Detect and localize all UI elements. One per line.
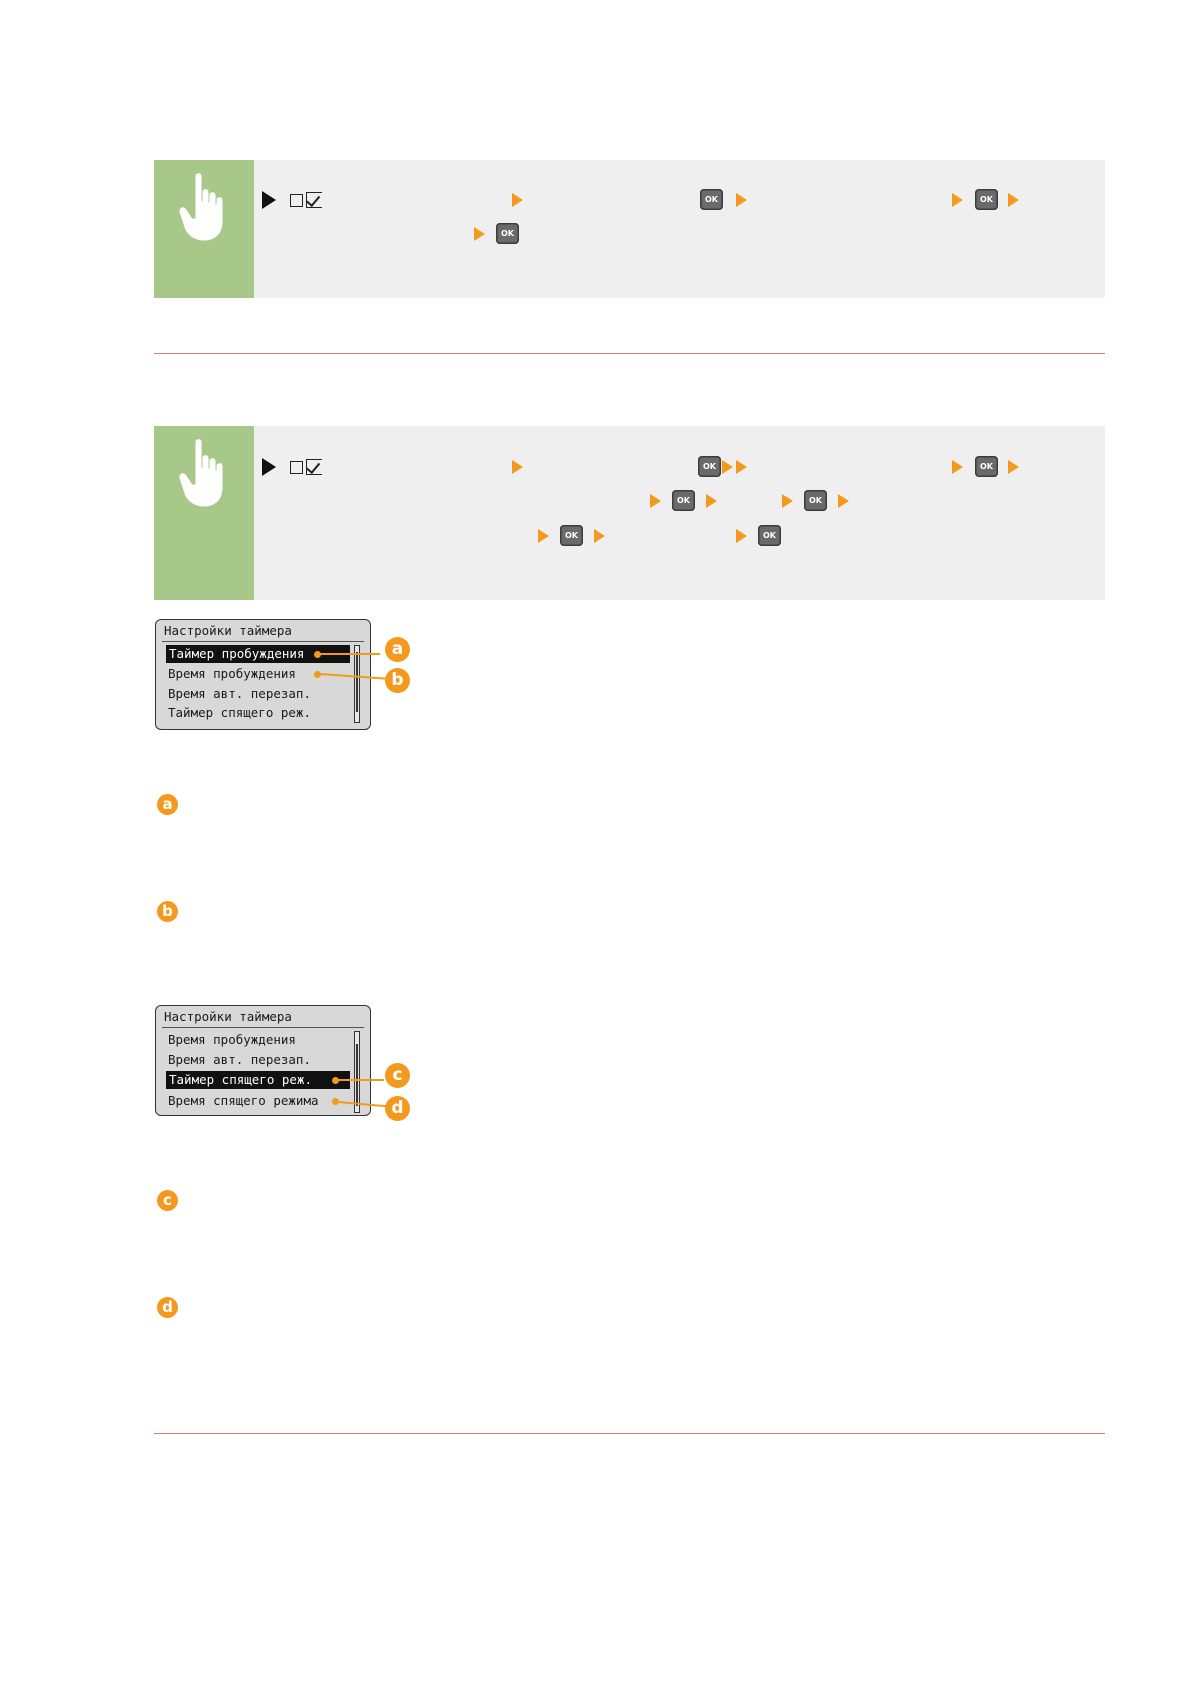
step-arrow-icon xyxy=(1008,193,1019,207)
lcd-timer-settings-panel-1: Настройки таймера Таймер пробуждения Вре… xyxy=(155,619,371,730)
step-arrow-icon xyxy=(650,494,661,508)
callout-a-badge: a xyxy=(385,637,410,662)
step-arrow-icon xyxy=(512,193,523,207)
step-arrow-icon xyxy=(952,460,963,474)
callout-c-badge: c xyxy=(385,1063,410,1088)
lcd-title: Настройки таймера xyxy=(164,1009,292,1024)
step-arrow-icon xyxy=(736,529,747,543)
callout-d-badge: d xyxy=(385,1096,410,1121)
lcd-scrollbar[interactable] xyxy=(354,1031,360,1113)
lcd-menu-item[interactable]: Время спящего режима xyxy=(168,1093,319,1108)
ok-key-icon[interactable]: OK xyxy=(758,525,781,546)
hand-pointer-icon xyxy=(179,439,223,507)
ok-key-icon[interactable]: OK xyxy=(672,490,695,511)
path-line-1 xyxy=(262,189,336,211)
path-line-1 xyxy=(262,456,336,478)
navigation-path: OK OK OK OK OK OK xyxy=(262,426,1095,600)
lcd-scrollbar-thumb[interactable] xyxy=(356,1044,358,1106)
ok-key-icon[interactable]: OK xyxy=(975,456,998,477)
lcd-menu-item[interactable]: Время авт. перезап. xyxy=(168,686,311,701)
ok-key-icon[interactable]: OK xyxy=(975,189,998,210)
section-divider xyxy=(154,1433,1105,1434)
lcd-scrollbar-thumb[interactable] xyxy=(356,652,358,712)
step-arrow-icon xyxy=(736,460,747,474)
step-arrow-icon xyxy=(706,494,717,508)
callout-leader xyxy=(338,1079,384,1081)
ok-key-icon[interactable]: OK xyxy=(496,223,519,244)
step-arrow-icon xyxy=(474,227,485,241)
callout-leader xyxy=(320,653,380,655)
callout-point xyxy=(332,1098,339,1105)
navigation-path: OK OK OK xyxy=(262,160,1095,298)
legend-b-badge: b xyxy=(157,901,178,922)
callout-point xyxy=(314,651,321,658)
step-arrow-icon xyxy=(1008,460,1019,474)
operation-steps-box-2: OK OK OK OK OK OK xyxy=(154,426,1105,600)
step-arrow-icon xyxy=(538,529,549,543)
lcd-menu-item[interactable]: Время авт. перезап. xyxy=(168,1052,311,1067)
lcd-title: Настройки таймера xyxy=(164,623,292,638)
lcd-scrollbar[interactable] xyxy=(354,645,360,723)
legend-c-badge: c xyxy=(157,1190,178,1211)
lcd-menu-item-selected[interactable]: Таймер пробуждения xyxy=(166,645,350,663)
menu-key-icon[interactable] xyxy=(290,459,322,475)
step-arrow-icon xyxy=(736,193,747,207)
step-arrow-icon xyxy=(782,494,793,508)
lcd-title-divider xyxy=(162,641,364,642)
section-divider xyxy=(154,353,1105,354)
ok-key-icon[interactable]: OK xyxy=(804,490,827,511)
step-arrow-icon xyxy=(838,494,849,508)
step-arrow-icon xyxy=(722,460,733,474)
lcd-menu-item-selected[interactable]: Таймер спящего реж. xyxy=(166,1071,350,1089)
callout-point xyxy=(332,1077,339,1084)
ok-key-icon[interactable]: OK xyxy=(700,189,723,210)
ok-key-icon[interactable]: OK xyxy=(560,525,583,546)
ok-key-icon[interactable]: OK xyxy=(698,456,721,477)
step-arrow-icon xyxy=(512,460,523,474)
lcd-timer-settings-panel-2: Настройки таймера Время пробуждения Врем… xyxy=(155,1005,371,1116)
start-arrow-icon xyxy=(262,191,276,209)
step-arrow-icon xyxy=(952,193,963,207)
hand-panel xyxy=(154,160,254,298)
operation-steps-box-1: OK OK OK xyxy=(154,160,1105,298)
callout-b-badge: b xyxy=(385,668,410,693)
hand-pointer-icon xyxy=(179,173,223,241)
lcd-menu-item[interactable]: Таймер спящего реж. xyxy=(168,705,311,720)
menu-key-icon[interactable] xyxy=(290,192,322,208)
legend-d-badge: d xyxy=(157,1297,178,1318)
start-arrow-icon xyxy=(262,458,276,476)
step-arrow-icon xyxy=(594,529,605,543)
lcd-menu-item[interactable]: Время пробуждения xyxy=(168,666,296,681)
lcd-menu-item[interactable]: Время пробуждения xyxy=(168,1032,296,1047)
hand-panel xyxy=(154,426,254,600)
callout-point xyxy=(314,671,321,678)
lcd-title-divider xyxy=(162,1027,364,1028)
legend-a-badge: a xyxy=(157,794,178,815)
